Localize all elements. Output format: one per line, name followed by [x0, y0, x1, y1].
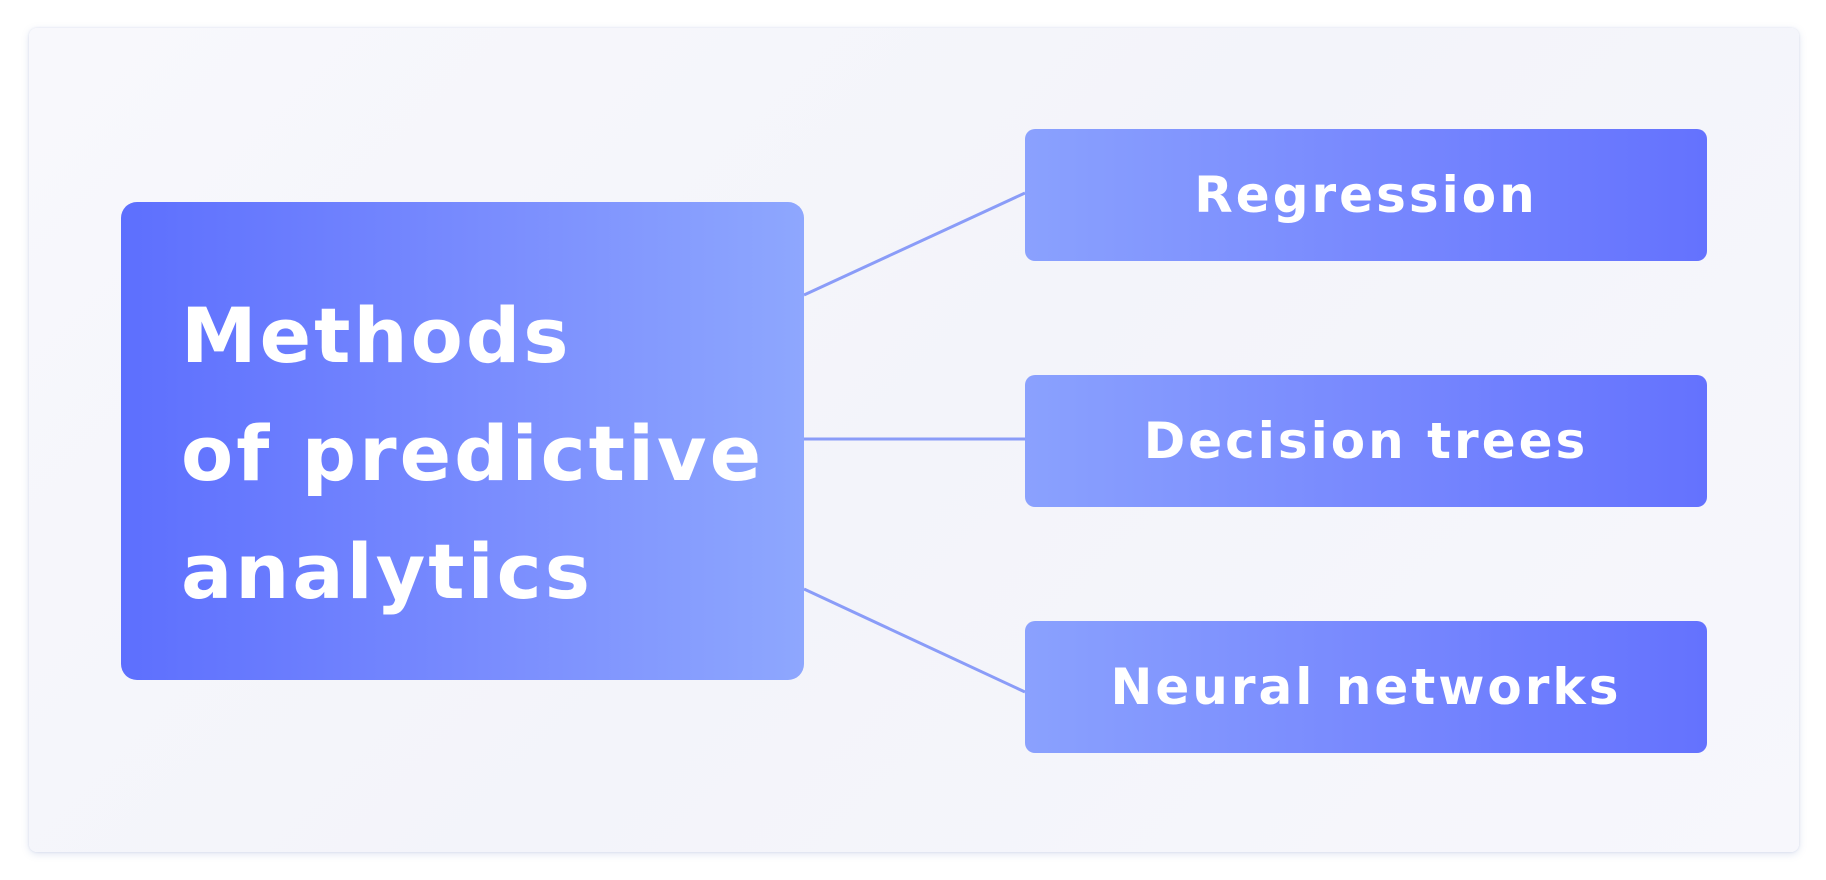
method-label-neural-networks: Neural networks	[1110, 658, 1622, 716]
method-label-regression: Regression	[1194, 166, 1538, 224]
method-label-decision-trees: Decision trees	[1143, 412, 1589, 470]
method-box-regression: Regression	[1025, 129, 1707, 261]
connector-neural-networks	[803, 587, 1026, 694]
method-box-decision-trees: Decision trees	[1025, 375, 1707, 507]
method-box-neural-networks: Neural networks	[1025, 621, 1707, 753]
main-topic-title: Methods of predictive analytics	[181, 291, 765, 616]
connector-regression	[803, 191, 1026, 297]
main-topic-box: Methods of predictive analytics	[121, 202, 804, 680]
